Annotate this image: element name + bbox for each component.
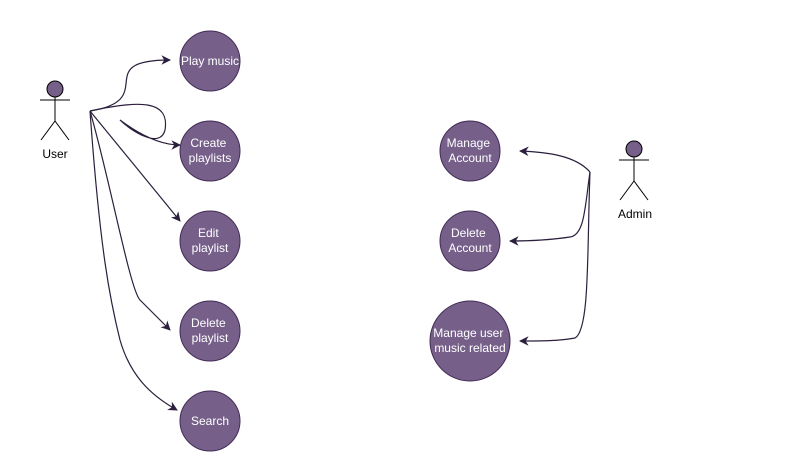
use-case-manage-user-music[interactable]: Manage user music related <box>429 300 511 382</box>
edge-user-delete-playlist <box>89 110 171 331</box>
use-case-shape <box>429 300 511 382</box>
use-case-shape <box>179 120 241 182</box>
edge-admin-manage-account <box>519 146 591 173</box>
edge-user-play-music <box>89 55 171 112</box>
use-case-search[interactable]: Search <box>179 390 241 452</box>
use-case-shape <box>179 30 241 92</box>
use-case-label: Manage Account <box>447 136 494 165</box>
use-case-shape <box>439 120 501 182</box>
actor-admin-label: Admin <box>618 207 652 221</box>
use-case-label: Delete Account <box>448 226 492 255</box>
use-case-manage-account[interactable]: Manage Account <box>439 120 501 182</box>
use-case-edit-playlist[interactable]: Edit playlist <box>179 210 241 272</box>
edges <box>89 55 591 411</box>
use-case-play-music[interactable]: Play music <box>179 30 241 92</box>
edge-user-search <box>89 110 178 411</box>
use-case-label: Manage user music related <box>433 326 506 355</box>
actor-admin[interactable]: Admin <box>618 140 652 221</box>
actor-user[interactable]: User <box>40 80 70 161</box>
use-case-label: Edit playlist <box>192 226 229 255</box>
edge-user-edit-playlist <box>89 110 181 222</box>
use-case-label: Search <box>191 414 229 428</box>
edge-admin-delete-account <box>509 171 591 246</box>
use-case-shape <box>439 210 501 272</box>
actor-admin-head <box>625 140 643 158</box>
use-case-delete-playlist[interactable]: Delete playlist <box>179 300 241 362</box>
use-case-shape <box>179 390 241 452</box>
use-case-create-playlists[interactable]: Create playlists <box>179 120 241 182</box>
edge-admin-manage-user-music <box>519 171 591 346</box>
use-case-shape <box>179 210 241 272</box>
use-case-label: Play music <box>181 54 239 68</box>
use-case-shape <box>179 300 241 362</box>
use-case-label: Delete playlist <box>191 316 229 345</box>
actor-user-head <box>46 80 64 98</box>
edge-user-create-playlists <box>89 103 181 150</box>
use-case-label: Create playlists <box>189 136 232 165</box>
actor-user-label: User <box>42 147 67 161</box>
use-case-delete-account[interactable]: Delete Account <box>439 210 501 272</box>
